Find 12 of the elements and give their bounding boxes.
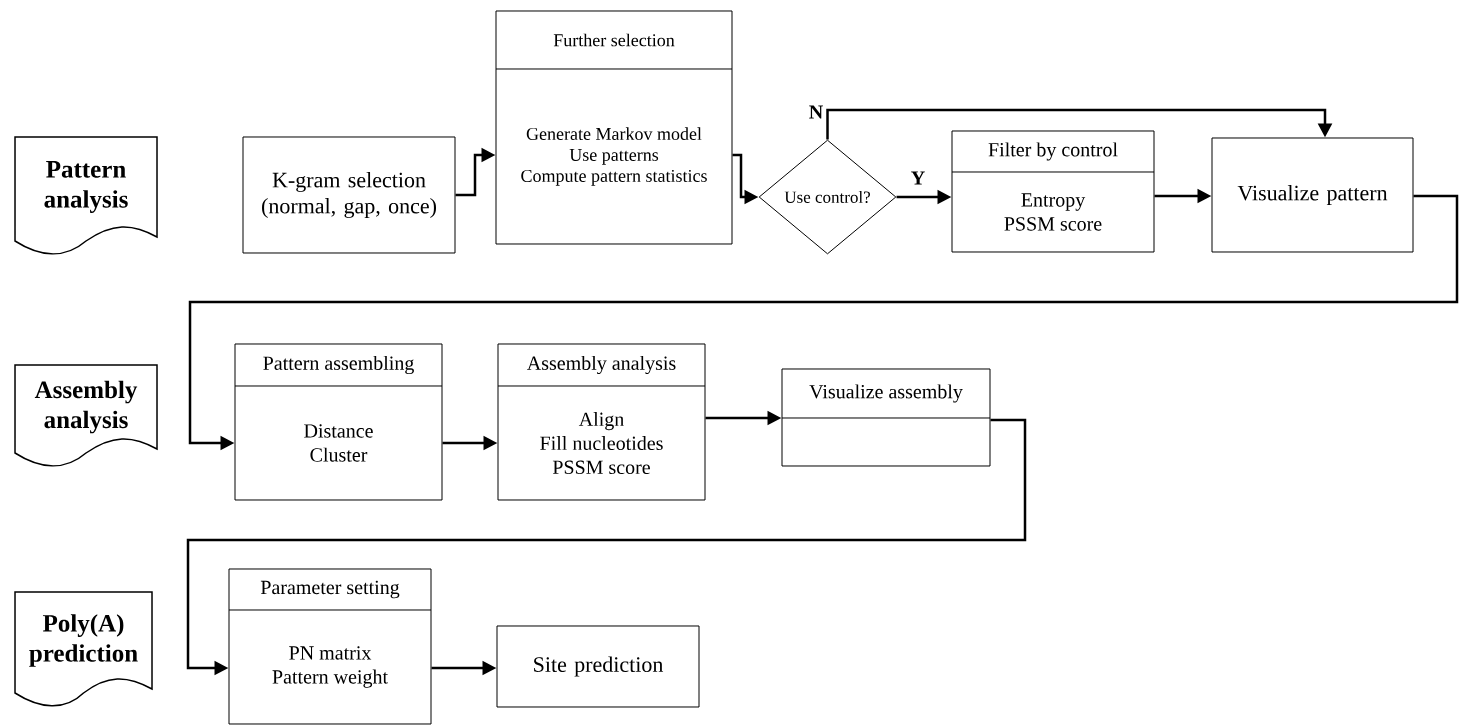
process-box: Visualize assembly xyxy=(781,368,991,467)
process-box: Visualize pattern xyxy=(1211,137,1414,253)
process-box: Further selection Generate Markov model Use patterns Compute pattern statistics xyxy=(495,10,733,245)
process-box: Parameter setting PN matrix Pattern weight xyxy=(228,568,432,725)
process-box: Pattern assembling Distance Cluster xyxy=(234,343,443,501)
edge-label: N xyxy=(807,104,825,120)
process-box: Assembly analysis Align Fill nucleotides PSSM score xyxy=(497,343,706,501)
arrow xyxy=(826,108,1333,140)
edge-label: Y xyxy=(909,170,927,186)
process-box: K-gram selection (normal, gap, once) xyxy=(242,136,456,254)
process-box: Site prediction xyxy=(496,625,700,708)
process-box: Filter by control Entropy PSSM score xyxy=(951,130,1155,253)
